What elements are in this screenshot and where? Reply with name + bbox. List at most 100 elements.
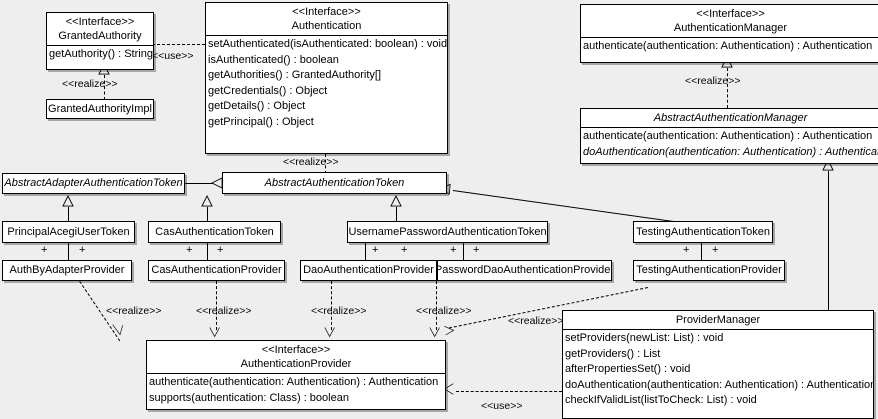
class-abstract-authentication-token[interactable]: AbstractAuthenticationToken: [222, 172, 447, 194]
mult-principalacegi-left: +: [41, 244, 48, 256]
class-provider-manager-name: ProviderManager: [675, 314, 761, 326]
class-cas-authentication-provider-name: CasAuthenticationProvider: [151, 264, 282, 276]
assoc-upat-daoprovider: [365, 243, 366, 260]
class-abstract-authentication-manager-divider: [581, 127, 878, 128]
class-testing-authentication-token[interactable]: TestingAuthenticationToken: [633, 221, 773, 243]
class-granted-authority-impl[interactable]: GrantedAuthorityImpl: [46, 99, 154, 119]
edge-realize-abstractauthenticationtoken: [325, 154, 326, 174]
class-abstract-authentication-manager-name: AbstractAuthenticationManager: [653, 112, 808, 124]
mult-upat-d: +: [473, 244, 480, 256]
operation-getcredentials: getCredentials() : Object: [208, 84, 328, 97]
class-abstract-authentication-manager-operations: authenticate(authentication: Authenticat…: [581, 128, 878, 161]
class-auth-by-adapter-provider[interactable]: AuthByAdapterProvider: [2, 260, 132, 281]
label-realize-passworddao: <<realize>>: [416, 305, 472, 317]
class-abstract-authentication-token-name: AbstractAuthenticationToken: [264, 176, 405, 189]
class-granted-authority-stereotype: <<Interface>>: [65, 16, 135, 28]
label-realize-abstractauthenticationtoken: <<realize>>: [283, 156, 339, 168]
edge-generalization-castoken: [207, 207, 208, 221]
realize-arrowhead-authenticationprovider-cas: [209, 327, 220, 338]
class-granted-authority-header: <<Interface>> GrantedAuthority: [47, 13, 153, 45]
label-use-authentication-grantedauthority: <<use>>: [152, 50, 194, 62]
edge-generalization-usernamepasswordtoken: [396, 207, 397, 221]
class-authentication-divider: [206, 35, 447, 36]
class-abstract-authentication-manager-header: AbstractAuthenticationManager: [581, 109, 878, 127]
operation-authenticate-abstractmanager: authenticate(authentication: Authenticat…: [583, 130, 873, 142]
class-authentication-stereotype: <<Interface>>: [292, 6, 361, 18]
class-abstract-authentication-manager[interactable]: AbstractAuthenticationManager authentica…: [580, 108, 878, 164]
mult-testing-left: +: [683, 244, 690, 256]
label-realize-dao: <<realize>>: [311, 305, 367, 317]
class-authentication-provider-name: AuthenticationProvider: [240, 358, 352, 370]
operation-setauthenticated: setAuthenticated(isAuthenticated: boolea…: [208, 38, 448, 50]
class-abstract-adapter-authentication-token[interactable]: AbstractAdapterAuthenticationToken: [2, 173, 185, 194]
class-granted-authority-impl-name: GrantedAuthorityImpl: [48, 102, 152, 115]
operation-getproviders: getProviders() : List: [565, 347, 661, 360]
class-authentication-provider-operations: authenticate(authentication: Authenticat…: [147, 374, 445, 407]
edge-generalization-abstractadapter: [184, 183, 214, 184]
edge-realize-grantedauthorityimpl: [104, 75, 105, 100]
edge-realize-cas: [216, 281, 217, 330]
mult-upat-b: +: [401, 244, 408, 256]
class-authentication-provider[interactable]: <<Interface>> AuthenticationProvider aut…: [146, 340, 446, 410]
class-cas-authentication-token[interactable]: CasAuthenticationToken: [148, 221, 281, 243]
realize-arrowhead-authenticationprovider-passworddao: [429, 327, 440, 338]
generalization-arrowhead-abstractauthenticationmanager: [822, 158, 834, 171]
class-auth-by-adapter-provider-name: AuthByAdapterProvider: [9, 264, 125, 276]
class-principal-acegi-user-token-name: PrincipalAcegiUserToken: [7, 225, 130, 238]
class-provider-manager-divider: [563, 329, 873, 330]
edge-generalization-principalacegi: [68, 207, 69, 221]
operation-getauthorities: getAuthorities() : GrantedAuthority[]: [208, 69, 382, 81]
operation-authenticate-provider: authenticate(authentication: Authenticat…: [149, 376, 439, 388]
edge-realize-passworddao: [436, 281, 437, 330]
class-provider-manager[interactable]: ProviderManager setProviders(newList: Li…: [562, 310, 874, 419]
label-realize-grantedauthorityimpl: <<realize>>: [62, 78, 118, 90]
class-password-dao-authentication-provider-name: PasswordDaoAuthenticationProvider: [437, 264, 612, 276]
operation-checkifvalidlist: checkIfValidList(listToCheck: List) : vo…: [565, 394, 757, 406]
class-authentication[interactable]: <<Interface>> Authentication setAuthenti…: [205, 2, 448, 154]
operation-authenticate-manager: authenticate(authentication: Authenticat…: [583, 40, 873, 52]
class-password-dao-authentication-provider[interactable]: PasswordDaoAuthenticationProvider: [437, 260, 612, 281]
class-username-password-authentication-token[interactable]: UsernamePasswordAuthenticationToken: [347, 221, 548, 243]
class-provider-manager-header: ProviderManager: [563, 311, 873, 329]
class-granted-authority[interactable]: <<Interface>> GrantedAuthority getAuthor…: [46, 12, 154, 70]
class-authentication-header: <<Interface>> Authentication: [206, 3, 447, 35]
class-provider-manager-operations: setProviders(newList: List) : void getPr…: [563, 330, 873, 410]
mult-principalacegi-right: +: [79, 244, 86, 256]
class-authentication-manager-stereotype: <<Interface>>: [696, 8, 765, 20]
assoc-testingtoken-testingprovider: [701, 243, 702, 260]
generalization-arrowhead-abstractauthenticationtoken-upat: [390, 194, 402, 207]
class-dao-authentication-provider-name: DaoAuthenticationProvider: [303, 264, 434, 276]
mult-upat-a: +: [372, 244, 379, 256]
class-abstract-adapter-authentication-token-name: AbstractAdapterAuthenticationToken: [4, 177, 183, 189]
label-realize-cas: <<realize>>: [196, 305, 252, 317]
mult-testing-right: +: [712, 244, 719, 256]
class-cas-authentication-token-name: CasAuthenticationToken: [155, 225, 274, 238]
label-use-providermanager-authenticationprovider: <<use>>: [481, 400, 523, 412]
operation-afterpropertiesset: afterPropertiesSet() : void: [565, 363, 691, 375]
class-authentication-name: Authentication: [291, 20, 362, 32]
operation-supports-provider: supports(authentication: Class) : boolea…: [149, 391, 349, 404]
class-granted-authority-operations: getAuthority() : String: [47, 46, 153, 64]
realize-arrowhead-authenticationprovider-testing: [444, 326, 455, 336]
class-testing-authentication-provider[interactable]: TestingAuthenticationProvider: [633, 260, 785, 281]
edge-realize-dao: [331, 281, 332, 330]
class-authentication-provider-header: <<Interface>> AuthenticationProvider: [147, 341, 445, 373]
class-principal-acegi-user-token[interactable]: PrincipalAcegiUserToken: [2, 221, 135, 243]
generalization-arrowhead-abstractauthenticationtoken-cas: [201, 194, 213, 207]
realize-arrowhead-authenticationprovider-authbyadapter: [112, 324, 123, 336]
class-authentication-provider-stereotype: <<Interface>>: [261, 344, 331, 356]
class-username-password-authentication-token-name: UsernamePasswordAuthenticationToken: [348, 225, 547, 238]
label-realize-testing: <<realize>>: [508, 315, 564, 327]
generalization-arrowhead-abstractadapter: [62, 194, 74, 207]
operation-setproviders: setProviders(newList: List) : void: [565, 332, 724, 344]
assoc-castoken-casprovider: [207, 243, 208, 260]
class-authentication-manager[interactable]: <<Interface>> AuthenticationManager auth…: [580, 4, 878, 63]
class-authentication-manager-divider: [581, 37, 878, 38]
edge-generalization-providermanager: [828, 171, 829, 310]
class-authentication-manager-header: <<Interface>> AuthenticationManager: [581, 5, 878, 37]
class-dao-authentication-provider[interactable]: DaoAuthenticationProvider: [300, 260, 437, 281]
realize-arrowhead-authenticationprovider-dao: [324, 327, 335, 338]
label-realize-authbyadapter: <<realize>>: [106, 305, 162, 317]
class-cas-authentication-provider[interactable]: CasAuthenticationProvider: [148, 260, 285, 281]
assoc-upat-passworddaoprovider: [463, 243, 464, 260]
